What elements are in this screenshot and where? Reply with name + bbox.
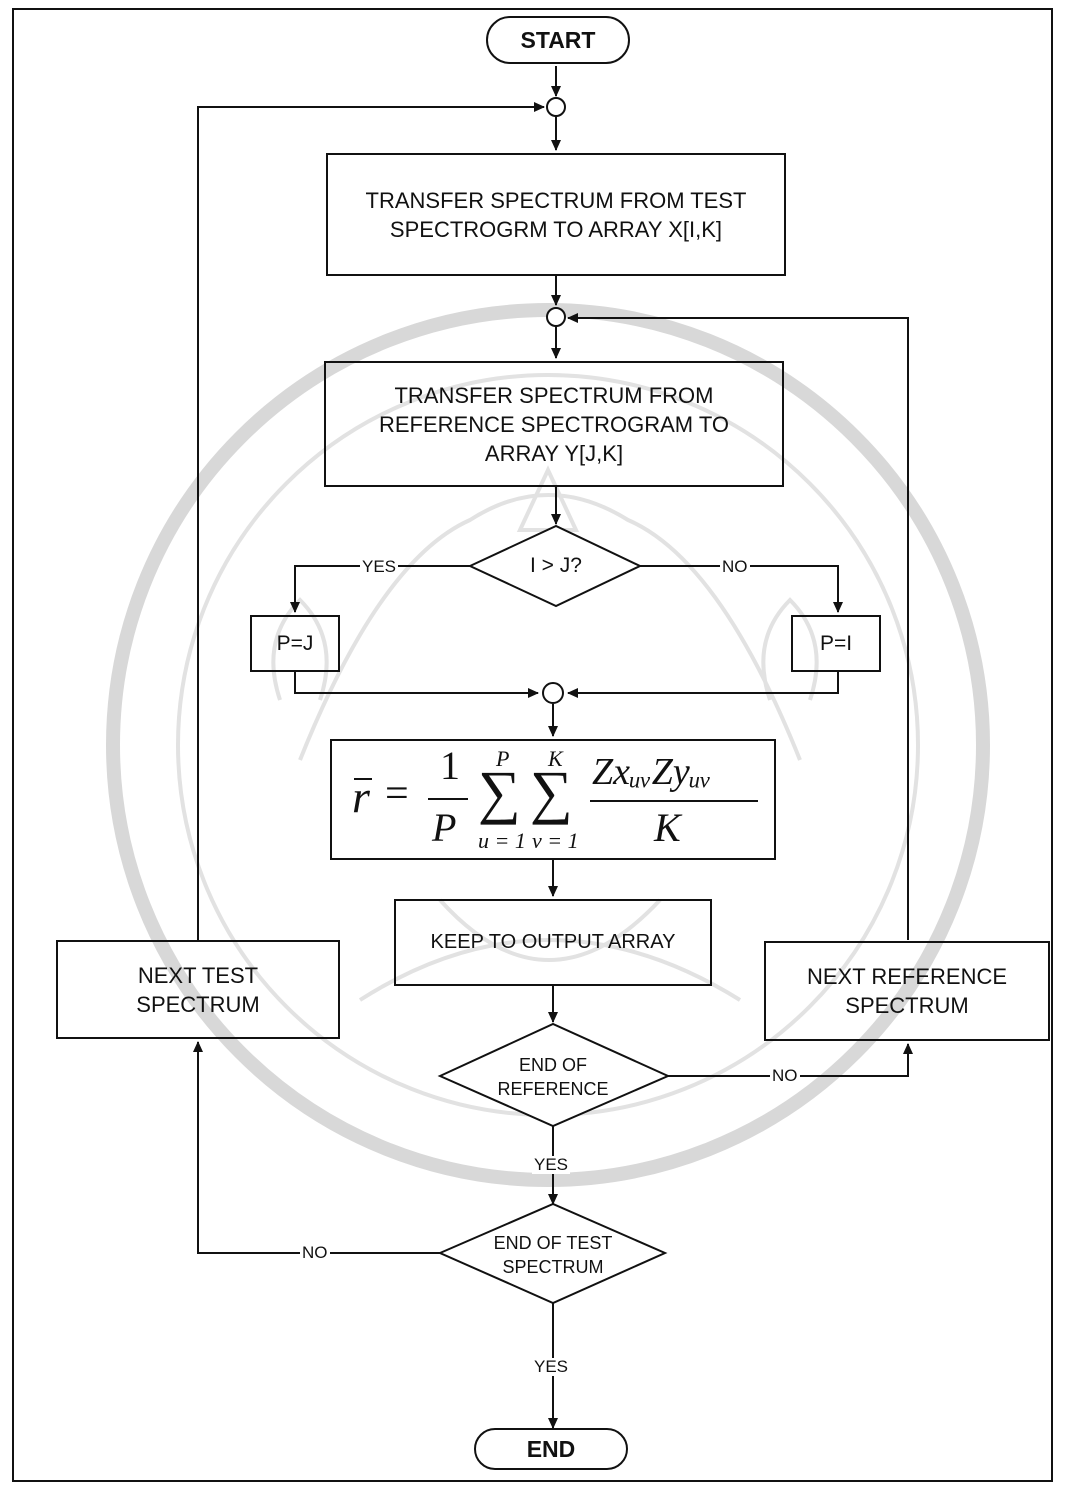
formula-body-numerator: ZxᵤᵥZyᵤᵥ xyxy=(592,751,712,793)
p-equals-j-text: P=J xyxy=(277,629,314,658)
transfer-ref-text: TRANSFER SPECTRUM FROM REFERENCE SPECTRO… xyxy=(379,381,729,468)
transfer-ref-box: TRANSFER SPECTRUM FROM REFERENCE SPECTRO… xyxy=(324,361,784,487)
edge-end-test-no xyxy=(198,1042,440,1253)
next-test-box: NEXT TEST SPECTRUM xyxy=(56,940,340,1039)
edge-pi-to-junction xyxy=(568,672,838,693)
sum2-lower-text: v = 1 xyxy=(532,828,579,853)
edge-pj-to-junction xyxy=(295,672,538,693)
decision-end-ref: END OF REFERENCE xyxy=(468,1050,638,1104)
label-yes-end-ref-text: YES xyxy=(534,1155,568,1174)
decision-ij-text: I > J? xyxy=(530,554,582,578)
end-label: END xyxy=(527,1436,576,1463)
label-yes-decision: YES xyxy=(360,558,398,576)
formula-equals: = xyxy=(385,770,409,818)
decision-ij: I > J? xyxy=(490,552,622,580)
formula-bar xyxy=(354,778,372,780)
label-no-end-ref: NO xyxy=(770,1067,800,1085)
end-terminal: END xyxy=(474,1428,628,1470)
formula-frac-num: 1 xyxy=(440,742,460,789)
formula-frac-line xyxy=(428,798,468,800)
formula-sigma1: ∑ xyxy=(478,758,521,827)
label-no-end-test-text: NO xyxy=(302,1243,328,1262)
formula-k-den: K xyxy=(654,805,681,850)
formula-body-den: K xyxy=(654,804,681,851)
formula-one: 1 xyxy=(440,743,460,788)
next-ref-box: NEXT REFERENCE SPECTRUM xyxy=(764,941,1050,1041)
decision-end-ref-text: END OF REFERENCE xyxy=(497,1053,608,1101)
sigma1-symbol: ∑ xyxy=(478,759,521,825)
junction-top xyxy=(547,98,565,116)
start-terminal: START xyxy=(486,16,630,64)
junction-merge xyxy=(543,683,563,703)
label-yes-decision-text: YES xyxy=(362,557,396,576)
junction-middle xyxy=(547,308,565,326)
decision-end-test: END OF TEST SPECTRUM xyxy=(468,1228,638,1282)
label-no-decision-text: NO xyxy=(722,557,748,576)
formula-sum2-lower: v = 1 xyxy=(532,828,579,854)
keep-output-box: KEEP TO OUTPUT ARRAY xyxy=(394,899,712,986)
sigma2-symbol: ∑ xyxy=(530,759,573,825)
formula-body-num: ZxᵤᵥZyᵤᵥ xyxy=(592,750,712,794)
transfer-test-text: TRANSFER SPECTRUM FROM TEST SPECTROGRM T… xyxy=(366,186,747,244)
label-yes-end-test-text: YES xyxy=(534,1357,568,1376)
keep-output-text: KEEP TO OUTPUT ARRAY xyxy=(431,928,676,957)
sum1-lower-text: u = 1 xyxy=(478,828,526,853)
label-yes-end-ref: YES xyxy=(532,1156,570,1174)
label-no-decision: NO xyxy=(720,558,750,576)
p-equals-i-text: P=I xyxy=(820,629,852,658)
formula-frac-den: P xyxy=(432,804,456,851)
p-equals-i-box: P=I xyxy=(791,615,881,672)
formula-body-line xyxy=(590,800,758,802)
start-label: START xyxy=(521,27,596,54)
formula-equals-sign: = xyxy=(385,771,409,817)
next-ref-text: NEXT REFERENCE SPECTRUM xyxy=(807,962,1007,1020)
formula-sigma2: ∑ xyxy=(530,758,573,827)
next-test-text: NEXT TEST SPECTRUM xyxy=(136,961,259,1019)
decision-end-test-text: END OF TEST SPECTRUM xyxy=(494,1231,613,1279)
formula-p-den: P xyxy=(432,805,456,850)
p-equals-j-box: P=J xyxy=(250,615,340,672)
transfer-test-box: TRANSFER SPECTRUM FROM TEST SPECTROGRM T… xyxy=(326,153,786,276)
label-yes-end-test: YES xyxy=(532,1358,570,1376)
label-no-end-ref-text: NO xyxy=(772,1066,798,1085)
formula-sum1-lower: u = 1 xyxy=(478,828,526,854)
label-no-end-test: NO xyxy=(300,1244,330,1262)
